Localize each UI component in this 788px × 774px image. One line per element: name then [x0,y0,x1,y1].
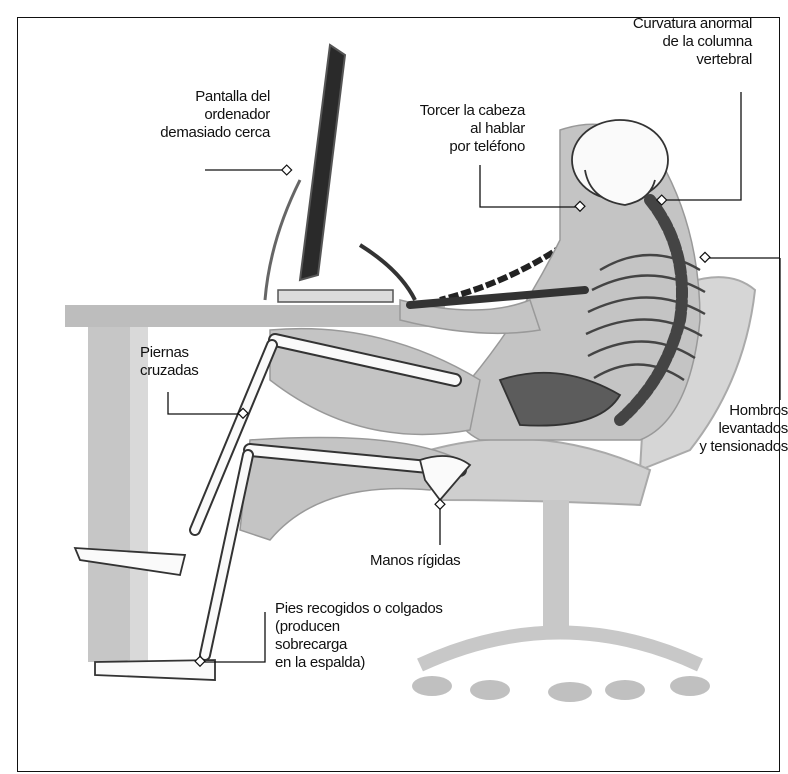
label-line: levantados [690,420,788,438]
label-twist-head: Torcer la cabeza al hablar por teléfono [375,102,525,156]
chair-post [543,500,569,630]
label-raised-shoulders: Hombros levantados y tensionados [690,402,788,456]
label-line: en la espalda) [275,654,443,672]
label-line: Torcer la cabeza [375,102,525,120]
label-crossed-legs: Piernas cruzadas [140,344,198,380]
label-line: Pies recogidos o colgados [275,600,443,618]
label-line: cruzadas [140,362,198,380]
label-line: Curvatura anormal [582,15,752,33]
leader-legs [168,392,243,414]
label-spine-curvature: Curvatura anormal de la columna vertebra… [582,15,752,69]
label-line: vertebral [582,51,752,69]
label-line: por teléfono [375,138,525,156]
monitor-stand [265,180,300,300]
monitor-screen [300,45,345,280]
desk-top [65,305,445,327]
label-line: demasiado cerca [110,124,270,142]
desk-leg [88,327,130,662]
leader-spine [662,92,741,200]
label-line: Manos rígidas [370,552,460,570]
label-feet: Pies recogidos o colgados (producen sobr… [275,600,443,672]
label-line: Pantalla del [110,88,270,106]
label-line: y tensionados [690,438,788,456]
label-line: sobrecarga [275,636,443,654]
label-line: ordenador [110,106,270,124]
label-rigid-hands: Manos rígidas [370,552,460,570]
keyboard [278,290,393,302]
label-line: Piernas [140,344,198,362]
computer-monitor [265,45,585,302]
chair-base [420,633,700,666]
chair-wheels [412,676,710,702]
label-line: (producen [275,618,443,636]
label-line: Hombros [690,402,788,420]
label-screen-too-close: Pantalla del ordenador demasiado cerca [110,88,270,142]
label-line: al hablar [375,120,525,138]
label-line: de la columna [582,33,752,51]
